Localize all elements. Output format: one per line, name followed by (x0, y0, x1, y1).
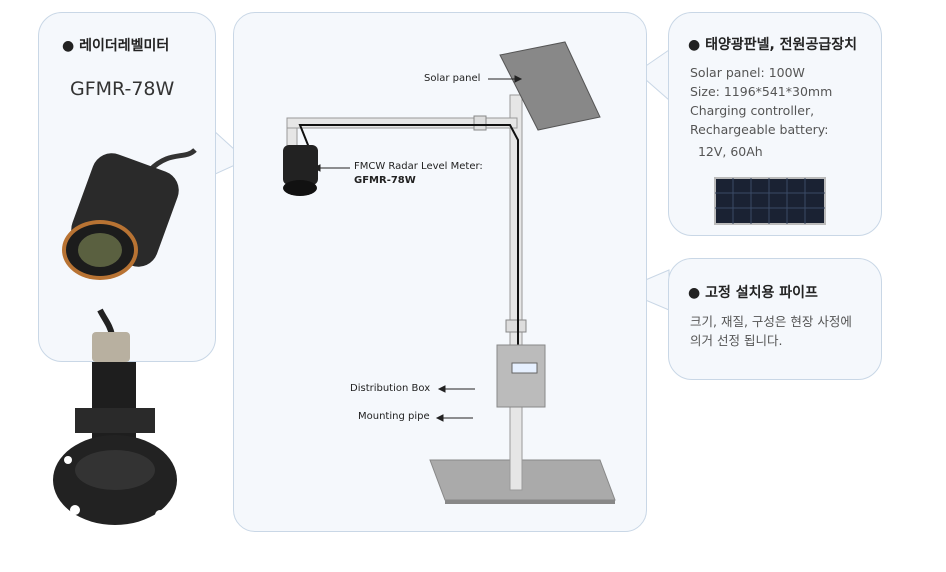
mounting-pipe-label: Mounting pipe (358, 411, 430, 422)
solar-panel-label: Solar panel (424, 73, 481, 84)
solar-callout-title: ● 태양광판넬, 전원공급장치 (688, 37, 857, 53)
solar-spec-line: Rechargeable battery: (690, 122, 829, 137)
solar-spec-line: 12V, 60Ah (690, 144, 763, 159)
radar-model-name: GFMR-78W (70, 78, 175, 100)
radar-callout-title: ● 레이더레벨미터 (62, 38, 170, 54)
distribution-box-label: Distribution Box (350, 383, 431, 394)
pole-diagram (283, 41, 616, 504)
solar-spec-line: Size: 1196*541*30mm (690, 84, 833, 99)
pipe-callout-title: ● 고정 설치용 파이프 (688, 285, 818, 301)
radar-label: FMCW Radar Level Meter: (354, 161, 483, 172)
solar-spec-line: Solar panel: 100W (690, 65, 805, 80)
radar-model-label: GFMR-78W (354, 175, 416, 186)
solar-spec-line: Charging controller, (690, 103, 815, 118)
pipe-desc-line: 크기, 재질, 구성은 현장 사정에 (690, 314, 852, 329)
leader-arrows (312, 75, 523, 422)
pipe-desc-line: 의거 선정 됩니다. (690, 333, 783, 348)
flange-mount-photo (53, 308, 177, 525)
solar-panel-photo (714, 177, 826, 225)
mounting-pipe-callout (668, 258, 882, 380)
radar-meter-photo (62, 148, 197, 280)
